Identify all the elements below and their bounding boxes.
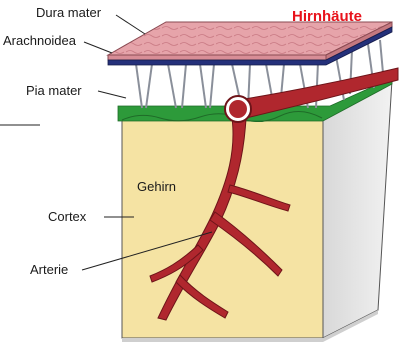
label-arachnoidea: Arachnoidea: [3, 34, 76, 47]
label-gehirn: Gehirn: [137, 180, 176, 193]
brain-block-side: [323, 80, 392, 338]
label-cortex: Cortex: [48, 210, 86, 223]
diagram-title: Hirnhäute: [292, 9, 362, 24]
label-pia-mater: Pia mater: [26, 84, 82, 97]
label-dura-mater: Dura mater: [36, 6, 101, 19]
label-arterie: Arterie: [30, 263, 68, 276]
